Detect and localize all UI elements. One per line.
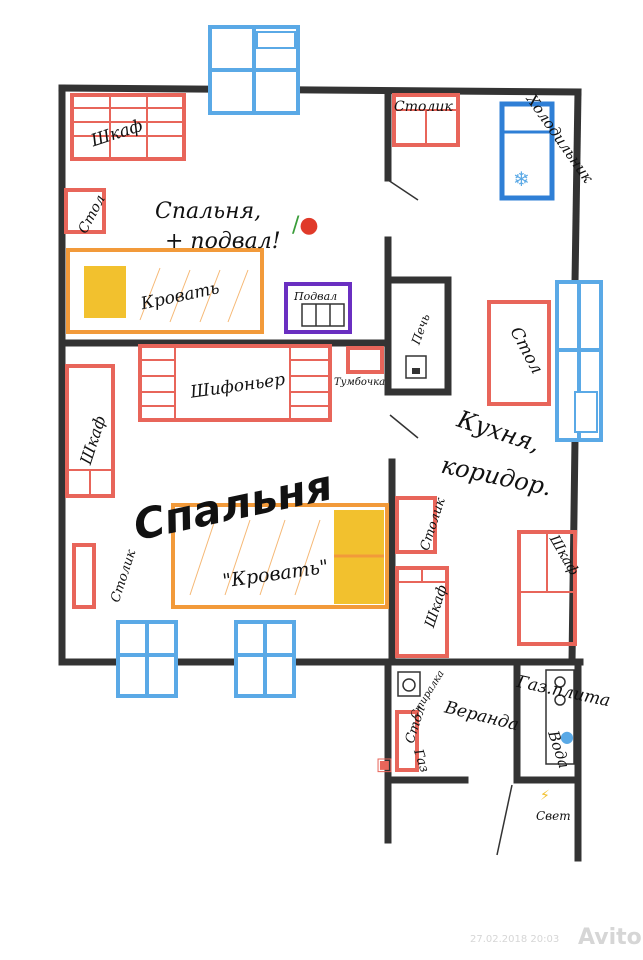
- cucumber-tomato-icon: /●: [292, 213, 319, 238]
- label-bed-1: Кровать: [138, 278, 221, 314]
- faucet-icon: ●: [560, 727, 574, 746]
- washing-machine: [397, 671, 421, 697]
- lightning-icon: ⚡: [540, 788, 550, 804]
- room-kitchen: Кухня,: [453, 405, 544, 458]
- kitchen-table: [487, 300, 551, 406]
- beds: [66, 248, 389, 609]
- label-bed-2: "Кровать": [221, 556, 330, 593]
- walls: [58, 84, 584, 862]
- label-nightstand: Тумбочка: [334, 377, 385, 388]
- bed-1-pillow: [84, 266, 126, 318]
- label-light: Свет: [536, 809, 571, 823]
- door-swings: [387, 179, 513, 856]
- table-veranda: [395, 710, 419, 772]
- table-small-2: [72, 543, 96, 609]
- watermark-brand: Avito: [578, 925, 642, 950]
- window-bottom-left: [116, 620, 178, 698]
- snowflake-icon: ❄: [513, 167, 530, 191]
- label-table-small-1: Столик: [394, 99, 453, 115]
- window-top: [208, 25, 300, 115]
- label-wardrobe-2: Шкаф: [76, 413, 110, 467]
- bed-2: [171, 503, 389, 609]
- room-bedroom-2: Спальня: [129, 460, 336, 550]
- furniture-outlines: [64, 93, 577, 772]
- label-table-small-3: Столик: [418, 496, 449, 553]
- wardrobe-1: [70, 93, 186, 161]
- cellar: [284, 282, 352, 334]
- stove: [405, 355, 427, 379]
- window-right: [555, 280, 603, 442]
- veranda-appliances: [397, 669, 575, 765]
- label-cellar: Подвал: [293, 290, 337, 303]
- room-kitchen-b: коридор.: [439, 451, 555, 502]
- watermark: 27.02.2018 20:03 Avito: [470, 925, 642, 950]
- nightstand: [346, 346, 384, 374]
- gas-cylinder-icon: ▣: [376, 754, 393, 775]
- label-chiffonier: Шифоньер: [188, 370, 286, 403]
- label-gas: Газ: [410, 747, 432, 775]
- window-bottom-right: [234, 620, 296, 698]
- room-bedroom-1: Спальня,: [155, 199, 261, 224]
- label-kitchen-table: Стол: [506, 324, 547, 378]
- bed-1: [66, 248, 264, 334]
- chiffonier: [138, 344, 332, 422]
- table-1: [64, 188, 106, 234]
- label-table-small-2: Столик: [108, 548, 139, 605]
- room-veranda: Веранда: [442, 697, 521, 735]
- gas-stove: [545, 669, 575, 765]
- label-stove: Печь: [408, 312, 432, 347]
- table-small-3: [395, 496, 437, 554]
- label-fridge: Холодильник: [522, 90, 597, 186]
- fridge: ❄: [499, 101, 555, 201]
- watermark-date: 27.02.2018 20:03: [470, 934, 559, 945]
- room-bedroom-1-b: + подвал!: [165, 229, 281, 254]
- windows: [116, 25, 603, 698]
